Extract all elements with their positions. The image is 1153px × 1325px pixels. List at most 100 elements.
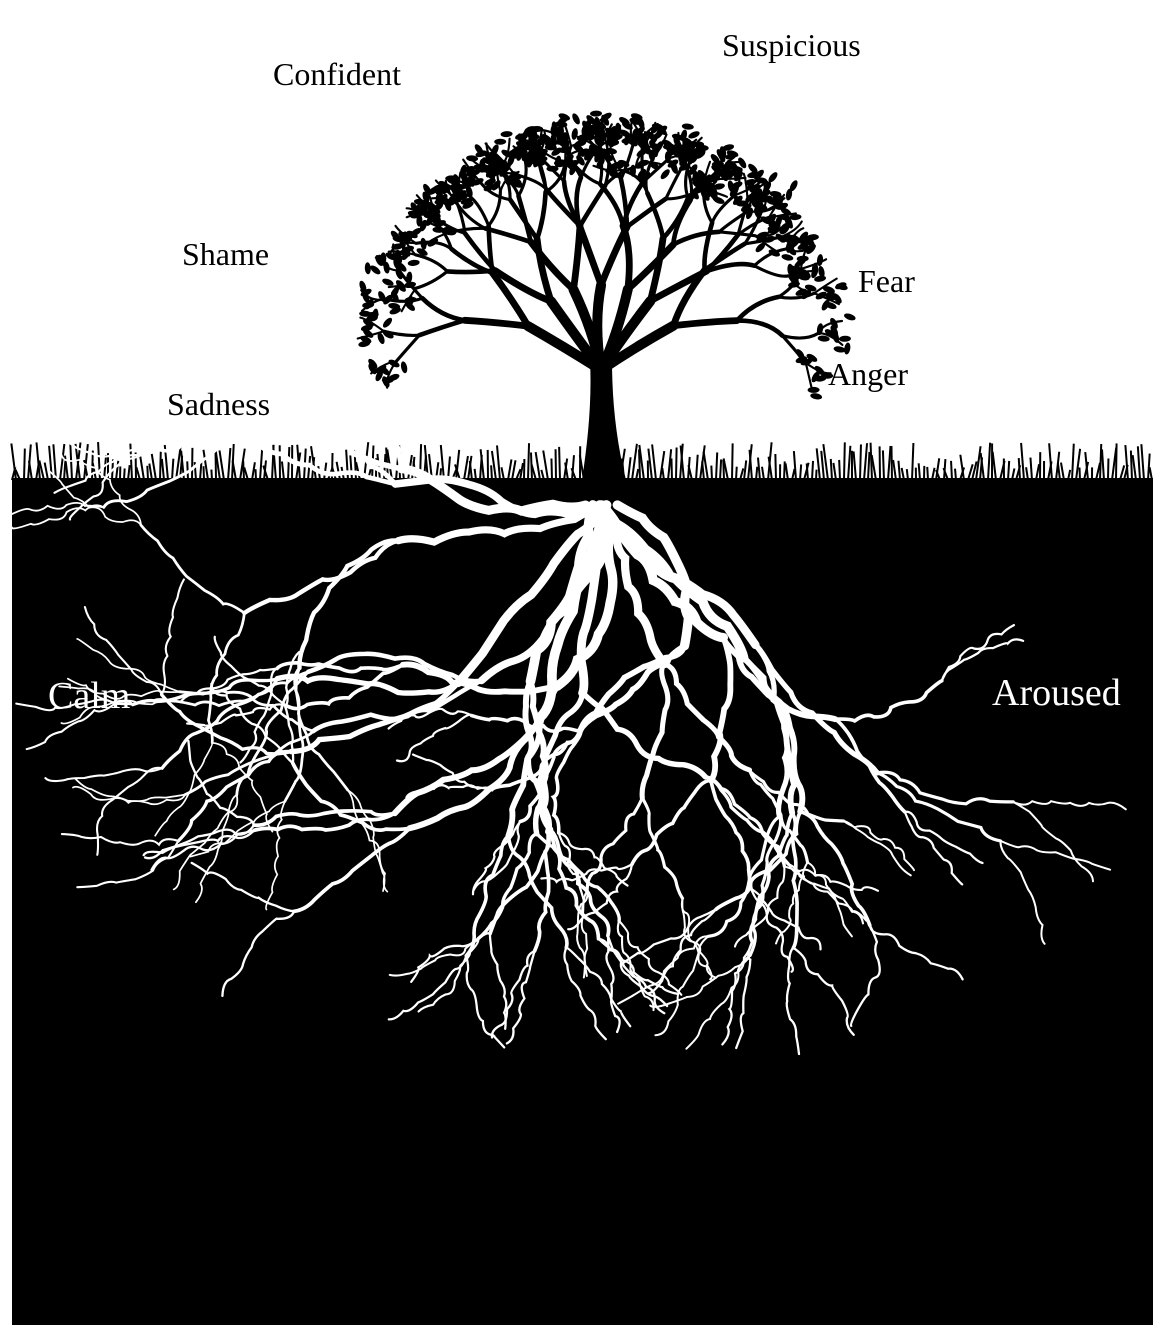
label-suspicious: Suspicious [722, 29, 861, 61]
grass-blade [70, 445, 72, 480]
grass-blade [475, 469, 476, 480]
grass-blade [919, 463, 920, 480]
grass-blade [854, 451, 856, 480]
grass-blade [228, 448, 230, 480]
leaf [839, 336, 851, 342]
grass-blade [955, 469, 956, 480]
grass-blade [736, 467, 737, 480]
branch [531, 242, 574, 290]
grass-blade [1021, 443, 1024, 480]
leaf [590, 110, 602, 116]
grass-blade [160, 450, 161, 480]
branch [547, 190, 579, 225]
grass-blade [1100, 444, 1101, 480]
leaf [659, 168, 671, 181]
grass-blade [676, 448, 677, 480]
branch [416, 271, 448, 288]
grass-blade [528, 443, 529, 480]
leaf [687, 130, 700, 140]
grass-blade [775, 454, 776, 480]
branch [628, 245, 673, 290]
grass-blade [860, 444, 861, 480]
branch [580, 186, 605, 227]
grass-blade [288, 447, 289, 480]
leaf [364, 262, 371, 274]
grass-blade [350, 455, 352, 480]
branch [737, 297, 779, 321]
grass-blade [888, 446, 891, 480]
grass-blade [260, 448, 262, 480]
grass-blade [172, 459, 173, 480]
label-calm: Calm [48, 677, 130, 715]
grass-blade [864, 443, 867, 480]
branch [416, 255, 448, 272]
grass-blade [1141, 444, 1144, 480]
grass-blade [898, 461, 900, 480]
label-shame: Shame [182, 238, 269, 270]
grass-blade [720, 459, 721, 480]
branch [737, 321, 782, 336]
grass-blade [211, 470, 212, 480]
grass-blade [551, 458, 552, 480]
grass-blade [993, 452, 996, 480]
grass-blade [786, 463, 788, 480]
leaf [500, 131, 512, 138]
grass-blade [883, 450, 884, 480]
tree-trunk [582, 360, 626, 480]
branch [744, 174, 748, 201]
branch [447, 271, 495, 272]
grass-blade [536, 452, 540, 480]
grass-blade [124, 468, 125, 480]
grass-blade [671, 458, 672, 480]
grass-blade [848, 446, 850, 480]
grass-blade [346, 450, 348, 480]
grass-blade [951, 461, 952, 480]
leaf [494, 139, 506, 145]
grass-blade [794, 451, 796, 480]
grass-blade [1148, 454, 1150, 480]
leaf [400, 361, 408, 374]
leaf [381, 316, 393, 329]
grass-blade [711, 466, 712, 480]
root-strand [372, 318, 402, 468]
grass-blade [702, 461, 704, 480]
grass-blade [1072, 444, 1074, 480]
branch [674, 321, 738, 326]
grass-blade [282, 462, 284, 480]
grass-blade [470, 461, 472, 480]
root-strand [43, 433, 141, 446]
grass-blade [1102, 450, 1104, 480]
leaf [833, 345, 846, 353]
grass-blade [1116, 443, 1117, 480]
grass-blade [716, 452, 717, 480]
grass-blade [844, 442, 845, 480]
branch [597, 285, 601, 370]
grass-blade [628, 457, 631, 480]
grass-blade [1061, 463, 1064, 480]
grass-blade [821, 451, 824, 480]
grass-blade [49, 446, 52, 480]
tree-branches [358, 119, 843, 390]
root-strand [40, 302, 150, 324]
grass-blade [152, 454, 156, 480]
grass-blade [24, 449, 25, 480]
grass-blade [200, 462, 201, 480]
leaf [808, 387, 820, 393]
branch [579, 225, 601, 285]
grass-blade [497, 445, 500, 480]
grass-blade [652, 444, 656, 480]
grass-blade [756, 467, 757, 480]
grass-blade [45, 463, 48, 480]
branch [396, 335, 420, 362]
branch [419, 320, 464, 335]
grass-blade [758, 458, 760, 480]
grass-blade [812, 461, 813, 480]
leaf [630, 165, 636, 177]
grass-blade [243, 461, 244, 480]
branch [519, 196, 531, 242]
leaf [420, 237, 427, 250]
grass-blade [543, 451, 548, 480]
branch [485, 228, 531, 242]
